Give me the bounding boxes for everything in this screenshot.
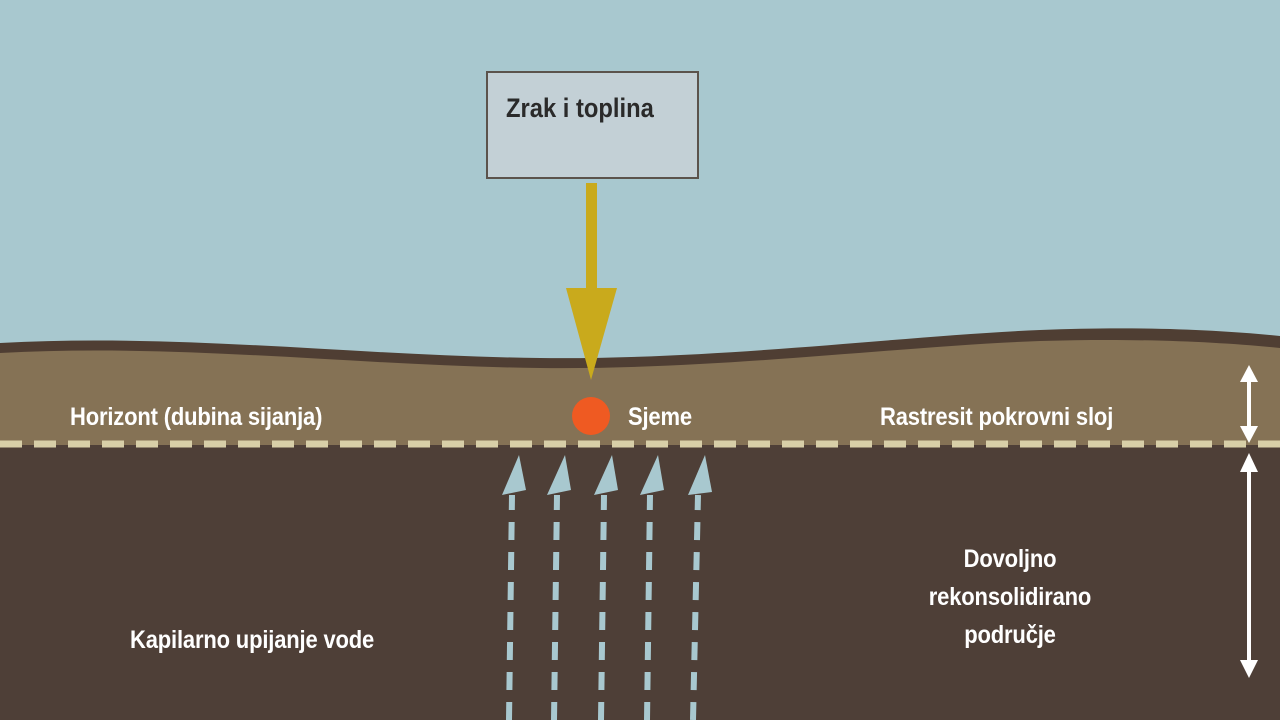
capillary-arrowhead-5 bbox=[688, 455, 712, 495]
reconsolidated-label: Dovoljno rekonsolidirano područje bbox=[928, 545, 1092, 649]
reconsolidated-thickness-arrow bbox=[1240, 453, 1258, 678]
loose-cover-layer bbox=[0, 339, 1280, 445]
loose-cover-label: Rastresit pokrovni sloj bbox=[880, 403, 1114, 431]
capillary-arrowhead-3 bbox=[594, 455, 618, 495]
capillary-arrow-1 bbox=[506, 494, 515, 720]
heat-arrow-shaft bbox=[586, 183, 597, 293]
capillary-arrow-2 bbox=[551, 494, 560, 720]
capillary-arrow-5 bbox=[690, 494, 701, 720]
seed-label: Sjeme bbox=[628, 403, 692, 431]
capillary-arrow-3 bbox=[598, 494, 607, 720]
seed-dot bbox=[572, 397, 610, 435]
air-heat-box: Zrak i toplina bbox=[486, 71, 699, 179]
capillary-arrowhead-2 bbox=[547, 455, 571, 495]
capillary-arrows bbox=[506, 494, 701, 720]
capillary-label: Kapilarno upijanje vode bbox=[130, 626, 375, 654]
loose-cover-thickness-arrow bbox=[1240, 365, 1258, 443]
heat-arrow-head bbox=[566, 288, 617, 380]
horizon-label: Horizont (dubina sijanja) bbox=[70, 403, 323, 431]
capillary-arrow-4 bbox=[644, 494, 653, 720]
capillary-arrowhead-1 bbox=[502, 455, 526, 495]
reconsolidated-layer bbox=[0, 445, 1280, 720]
capillary-arrowhead-4 bbox=[640, 455, 664, 495]
air-heat-label: Zrak i toplina bbox=[506, 93, 654, 123]
